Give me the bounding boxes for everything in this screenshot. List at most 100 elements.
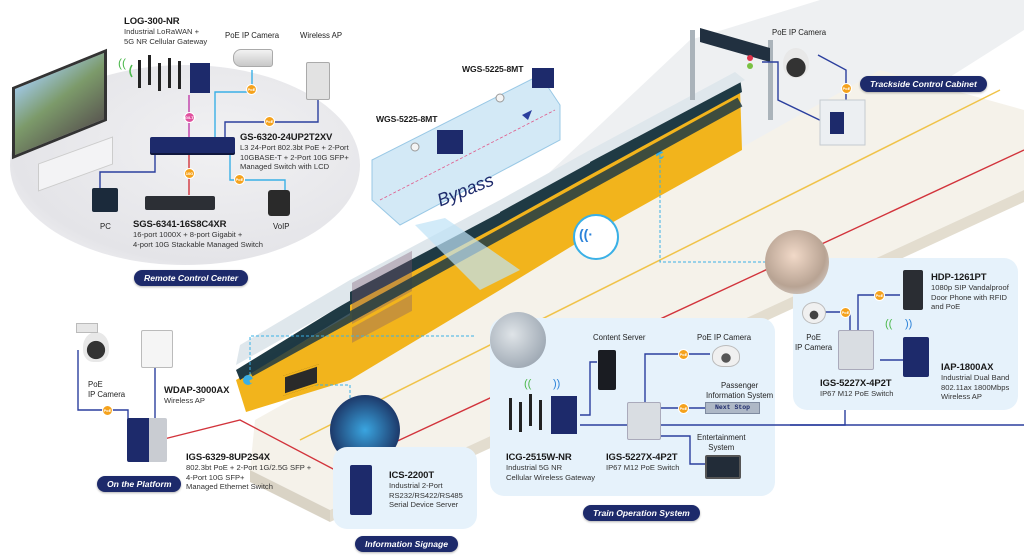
model-desc: Managed Switch with LCD	[240, 162, 330, 172]
entertainment-label: Entertainment System	[697, 433, 746, 452]
model-name: IGS-6329-8UP2S4X	[186, 452, 270, 463]
pis-label: Passenger Information System	[706, 381, 773, 400]
label-line: Passenger	[720, 381, 759, 390]
smartphone-user-photo	[765, 230, 829, 294]
model-desc: 1080p SIP Vandalproof	[931, 283, 1009, 292]
igs-5227x-train-switch-icon[interactable]	[627, 402, 661, 440]
red-backbone-cable	[159, 149, 1024, 471]
train-operation-system-pill: Train Operation System	[583, 505, 700, 521]
wall-mount-icon	[76, 323, 98, 333]
passenger-wifi-bubble	[573, 214, 619, 260]
label-line: PoE	[88, 380, 103, 389]
igs-6329-switch-icon[interactable]	[127, 418, 167, 462]
model-name: GS-6320-24UP2T2XV	[240, 132, 333, 143]
label-line: IP Camera	[88, 389, 126, 399]
label-line: Entertainment	[697, 433, 746, 442]
label-line: PoE	[806, 333, 821, 342]
label-line: IP Camera	[795, 342, 833, 352]
model-name: ICG-2515W-NR	[506, 452, 572, 463]
sgs-6341-stack-switch[interactable]	[145, 196, 215, 210]
pis-display-text: Next Stop	[714, 404, 751, 411]
voip-phone-icon[interactable]	[268, 190, 290, 216]
igs-5227x-station-label: IGS-5227X-4P2T IP67 M12 PoE Switch	[820, 378, 893, 399]
icg-2515w-nr-label: ICG-2515W-NR Industrial 5G NR Cellular W…	[506, 452, 595, 482]
model-name: ICS-2200T	[389, 470, 435, 481]
ten-g-badge: 10G	[184, 168, 195, 179]
poe-badge: PoE	[841, 83, 852, 94]
content-server-icon[interactable]	[598, 350, 616, 390]
poe-badge: PoE	[102, 405, 113, 416]
model-desc: Industrial 2-Port	[389, 481, 443, 490]
model-desc: IP67 M12 PoE Switch	[820, 389, 894, 398]
platform-camera-label: PoE IP Camera	[88, 380, 125, 399]
model-desc: and PoE	[931, 302, 961, 312]
model-name: HDP-1261PT	[931, 272, 987, 283]
poe-badge: PoE	[678, 403, 689, 414]
model-desc: 802.3bt PoE + 2-Port 1G/2.5G SFP +	[186, 463, 312, 472]
ics-2200t-icon[interactable]	[350, 465, 372, 515]
icg-2515w-nr-gateway[interactable]	[503, 378, 581, 436]
wgs-5225-8mt-label: WGS-5225-8MT	[462, 64, 524, 74]
wifi-signal-icon: ((	[524, 378, 532, 390]
gs-6320-core-switch[interactable]	[150, 137, 235, 153]
model-desc: 16-port 1000X + 8-port Gigabit +	[133, 230, 243, 239]
poe-badge: PoE	[234, 174, 245, 185]
igs-5227x-train-label: IGS-5227X-4P2T IP67 M12 PoE Switch	[606, 452, 679, 473]
model-desc: IP67 M12 PoE Switch	[606, 463, 680, 472]
on-the-platform-pill: On the Platform	[97, 476, 182, 492]
poe-badge: PoE	[874, 290, 885, 301]
model-name: IAP-1800AX	[941, 362, 994, 373]
sgs-6341-label: SGS-6341-16S8C4XR 16-port 1000X + 8-port…	[133, 219, 263, 249]
model-desc: 4-Port 10G SFP+	[186, 472, 245, 482]
label-line: Information System	[706, 390, 774, 400]
wifi-signal-icon: ))	[553, 378, 561, 390]
model-desc: 10GBASE-T + 2-Port 10G SFP+	[240, 152, 349, 162]
wdap-3000ax-icon[interactable]	[141, 330, 173, 368]
dome-camera-icon	[802, 302, 826, 324]
model-desc: RS232/RS422/RS485	[389, 490, 463, 500]
model-desc: 802.11ax 1800Mbps	[941, 382, 1010, 392]
iap-1800ax-icon[interactable]	[903, 337, 929, 377]
model-desc: Wireless AP	[941, 392, 982, 402]
train-camera-label: PoE IP Camera	[697, 333, 752, 342]
iap-1800ax-label: IAP-1800AX Industrial Dual Band 802.11ax…	[941, 362, 1009, 402]
entertainment-screen-icon[interactable]	[705, 455, 741, 479]
station-camera-label: PoE IP Camera	[795, 333, 832, 352]
content-server-label: Content Server	[593, 333, 646, 342]
poe-badge: PoE	[264, 116, 275, 127]
model-desc: 4-port 10G Stackable Managed Switch	[133, 239, 264, 249]
bullet-camera-icon	[233, 49, 273, 67]
model-desc: 5G NR Cellular Gateway	[124, 36, 208, 46]
model-name: SGS-6341-16S8C4XR	[133, 219, 227, 230]
lte-badge: 5G/LTE	[183, 112, 196, 123]
trackside-control-cabinet-pill: Trackside Control Cabinet	[860, 76, 987, 92]
igs-5227x-station-switch-icon[interactable]	[838, 330, 874, 370]
train-cab-photo	[490, 312, 546, 368]
poe-badge: PoE	[840, 307, 851, 318]
remote-camera-label: PoE IP Camera	[225, 31, 280, 40]
model-name: WDAP-3000AX	[164, 385, 230, 396]
information-signage-pill: Information Signage	[355, 536, 459, 552]
wifi-icon: ((·	[579, 226, 593, 242]
ics-2200t-label: ICS-2200T Industrial 2-Port RS232/RS422/…	[389, 470, 463, 510]
pis-display[interactable]: Next Stop	[705, 402, 760, 414]
gs-6320-label: GS-6320-24UP2T2XV L3 24-Port 802.3bt PoE…	[240, 132, 349, 172]
model-desc: Industrial 5G NR	[506, 463, 563, 472]
remote-ap-label: Wireless AP	[300, 31, 343, 40]
igs-6329-label: IGS-6329-8UP2S4X 802.3bt PoE + 2-Port 1G…	[186, 452, 311, 492]
trackside-camera-label: PoE IP Camera	[772, 28, 827, 37]
log-300-nr-gateway[interactable]	[128, 55, 213, 97]
wgs-5225-8mt-label: WGS-5225-8MT	[376, 114, 438, 124]
outdoor-ap-icon	[306, 62, 330, 100]
wifi-signal-icon: ((	[885, 318, 893, 330]
remote-control-center-pill: Remote Control Center	[134, 270, 249, 286]
voip-label: VoIP	[273, 222, 290, 231]
poe-badge: PoE	[246, 84, 257, 95]
pc-icon[interactable]	[92, 188, 118, 212]
door-phone-icon[interactable]	[903, 270, 923, 310]
wifi-signal-icon: ))	[905, 318, 913, 330]
model-desc: Cellular Wireless Gateway	[506, 472, 596, 482]
